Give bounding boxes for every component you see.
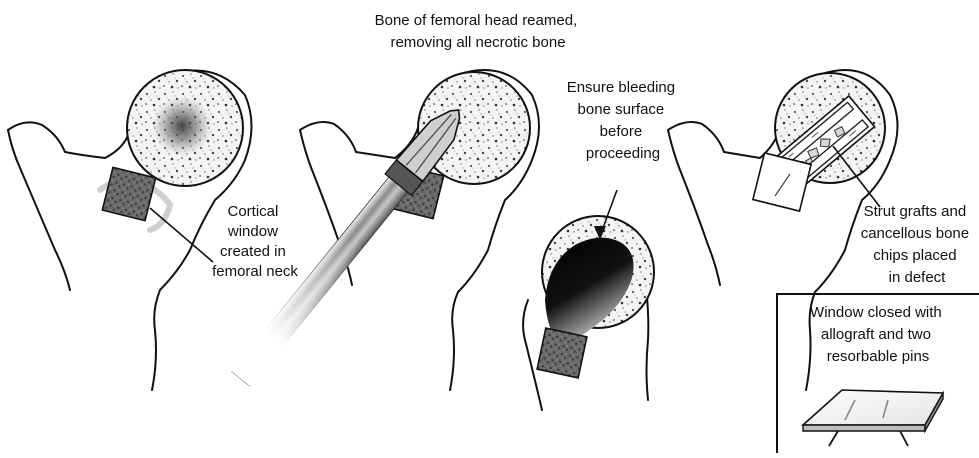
window-closed-inset: Window closed with allograft and two res… [777,294,979,453]
label-bleeding: Ensure bleeding bone surface before proc… [567,79,680,162]
label-window-closed: Window closed with allograft and two res… [810,304,946,365]
plate-top [803,390,943,425]
leader-cortical-window [150,208,213,262]
necrotic-lesion [152,96,212,156]
femur-figure-2: Bone of femoral head reamed, removing al… [228,12,582,390]
femur-figure-3: Ensure bleeding bone surface before proc… [523,79,679,410]
femur-outline-lateral [668,130,720,285]
allograft-window [753,153,811,211]
femur-outline-lateral [523,300,542,410]
allograft-plate [803,390,943,446]
label-strut: Strut grafts and cancellous bone chips p… [861,203,974,286]
femur-outline-lateral [8,130,70,290]
pin-2-shaft [900,431,908,446]
plate-front-edge [803,425,925,431]
label-cortical-window: Cortical window created in femoral neck [212,203,298,280]
pin-1-shaft [829,431,838,446]
cortical-window [537,328,587,378]
cortical-window [102,167,155,220]
label-reamed: Bone of femoral head reamed, removing al… [375,12,582,51]
